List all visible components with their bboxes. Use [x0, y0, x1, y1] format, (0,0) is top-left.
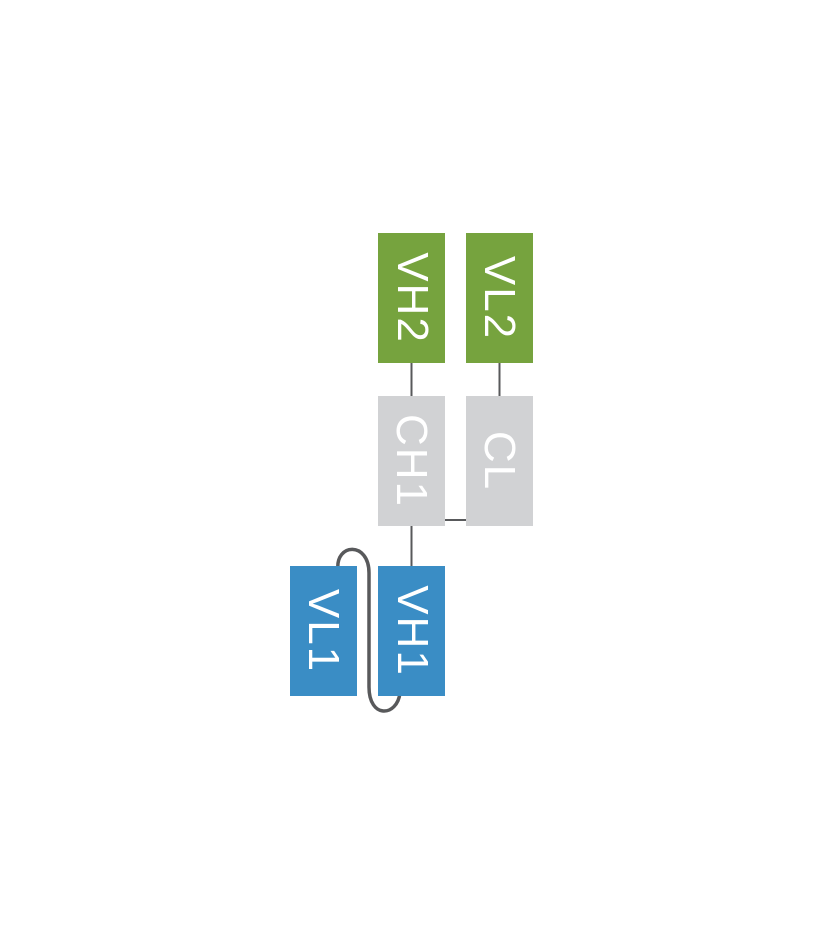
domain-box-vh1: VH1 — [378, 566, 445, 696]
domain-label-vl2: VL2 — [475, 255, 525, 341]
domain-box-vl2: VL2 — [466, 233, 533, 363]
domain-label-vl1: VL1 — [299, 588, 349, 674]
flexible-linker-vl1-vh1 — [336, 547, 402, 713]
domain-label-vh2: VH2 — [387, 252, 437, 344]
domain-box-cl: CL — [466, 396, 533, 526]
domain-box-ch1: CH1 — [378, 396, 445, 526]
domain-box-vl1: VL1 — [290, 566, 357, 696]
domain-label-ch1: CH1 — [387, 413, 437, 509]
domain-label-cl: CL — [475, 430, 525, 492]
domain-label-vh1: VH1 — [387, 585, 437, 677]
domain-box-vh2: VH2 — [378, 233, 445, 363]
